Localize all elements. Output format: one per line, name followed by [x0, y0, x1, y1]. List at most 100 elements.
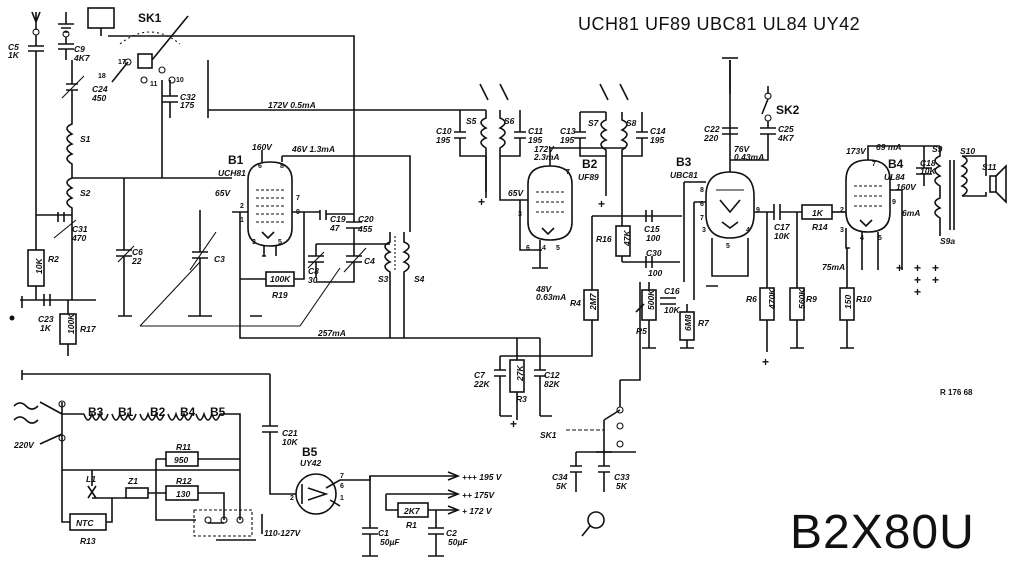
svg-text:7: 7 [296, 195, 300, 202]
svg-text:5: 5 [878, 235, 882, 242]
z1-label: Z1 [127, 476, 138, 486]
c7-label: C7 [474, 370, 486, 380]
c1-label: C1 [378, 528, 389, 538]
r12-label: R12 [176, 476, 192, 486]
svg-text:11: 11 [150, 81, 158, 88]
c14-label: C14 [650, 126, 666, 136]
c30-capacitor [622, 256, 680, 268]
r2-value: 10K [34, 258, 44, 274]
r16-value: 47K [622, 230, 632, 247]
b3-type: UBC81 [670, 170, 698, 180]
c16-label: C16 [664, 286, 680, 296]
s1-coil [66, 110, 74, 178]
c6-label: C6 [132, 247, 143, 257]
r5-volume-pot [635, 282, 657, 348]
s5-s6-if-transformer [454, 83, 526, 198]
b4-69ma: 69 mA [876, 142, 902, 152]
c5-value: 1K [8, 50, 20, 60]
r2-label: R2 [48, 254, 59, 264]
r9-resistor [789, 212, 805, 348]
c17-capacitor [754, 204, 802, 220]
svg-text:5: 5 [726, 243, 730, 250]
r10-resistor [839, 248, 855, 348]
c2-label: C2 [446, 528, 457, 538]
c32-label: C32 [180, 92, 196, 102]
r17-label: R17 [80, 324, 97, 334]
heater-b2: B2 [150, 405, 166, 419]
b2-172v: 172V [534, 144, 555, 154]
svg-text:9: 9 [296, 209, 300, 216]
b3-id: B3 [676, 155, 692, 169]
sk2-label: SK2 [776, 103, 800, 117]
r11-label: R11 [176, 442, 191, 452]
svg-text:2: 2 [240, 203, 244, 210]
svg-text:7: 7 [872, 161, 876, 168]
c17-label: C17 [774, 222, 791, 232]
c10-value: 195 [436, 135, 450, 145]
c34-value: 5K [556, 481, 568, 491]
rail-172v: + 172 V [462, 506, 493, 516]
c25-label: C25 [778, 124, 794, 134]
mains-input [13, 370, 270, 471]
r19-value: 100K [270, 274, 291, 284]
c3-label: C3 [214, 254, 225, 264]
svg-text:+: + [932, 261, 939, 275]
r6-resistor [759, 212, 775, 352]
b4-6ma: 6mA [902, 208, 920, 218]
r14-label: R14 [812, 222, 828, 232]
heater-b1: B1 [118, 405, 134, 419]
heater-b5: B5 [210, 405, 226, 419]
s7-label: S7 [588, 118, 600, 128]
c13-label: C13 [560, 126, 576, 136]
r4-label: R4 [570, 298, 581, 308]
svg-text:9: 9 [892, 199, 896, 206]
svg-text:17: 17 [118, 59, 126, 66]
r4-resistor [500, 216, 599, 357]
svg-text:6: 6 [340, 483, 344, 490]
c12-label: C12 [544, 370, 560, 380]
z1-fuse [125, 459, 196, 521]
tube-lineup-title: UCH81 UF89 UBC81 UL84 UY42 [578, 14, 861, 34]
r4-value: 2M7 [588, 292, 598, 311]
c24-value: 450 [91, 93, 106, 103]
svg-text:3: 3 [518, 211, 522, 218]
svg-text:+: + [914, 285, 921, 299]
r13-label: R13 [80, 536, 96, 546]
r12-resistor [165, 485, 225, 520]
svg-text:8: 8 [700, 187, 704, 194]
tube-b2 [499, 147, 626, 241]
svg-text:10: 10 [176, 77, 184, 84]
tube-b3 [683, 57, 755, 300]
r19-label: R19 [272, 290, 288, 300]
s3-label: S3 [378, 274, 389, 284]
r11-value: 950 [174, 455, 188, 465]
c8-capacitor [307, 244, 325, 278]
c19-value: 47 [329, 223, 341, 233]
svg-text:+: + [914, 261, 921, 275]
b4-id: B4 [888, 157, 904, 171]
r6-value: 470K [767, 288, 777, 310]
c18-capacitor [916, 146, 932, 186]
c24-label: C24 [92, 84, 108, 94]
b2-id: B2 [582, 157, 598, 171]
b4-type: UL84 [884, 172, 905, 182]
sk1-label: SK1 [138, 11, 162, 25]
l1-choke [87, 470, 126, 499]
svg-text:7: 7 [340, 473, 344, 480]
svg-text:9: 9 [756, 207, 760, 214]
c3-capacitor [139, 210, 341, 327]
svg-text:+: + [510, 417, 517, 431]
s2-coil [66, 177, 74, 216]
c15-label: C15 [644, 224, 660, 234]
s3-coil [384, 232, 392, 338]
svg-text:7: 7 [700, 215, 704, 222]
svg-text:4: 4 [542, 245, 546, 252]
c20-capacitor [346, 221, 362, 244]
r9-label: R9 [806, 294, 817, 304]
svg-text:+: + [478, 195, 485, 209]
c32-capacitor [162, 80, 178, 118]
svg-text:2: 2 [290, 495, 294, 502]
r7-value: 6M8 [683, 314, 693, 331]
r14-resistor [801, 204, 846, 220]
